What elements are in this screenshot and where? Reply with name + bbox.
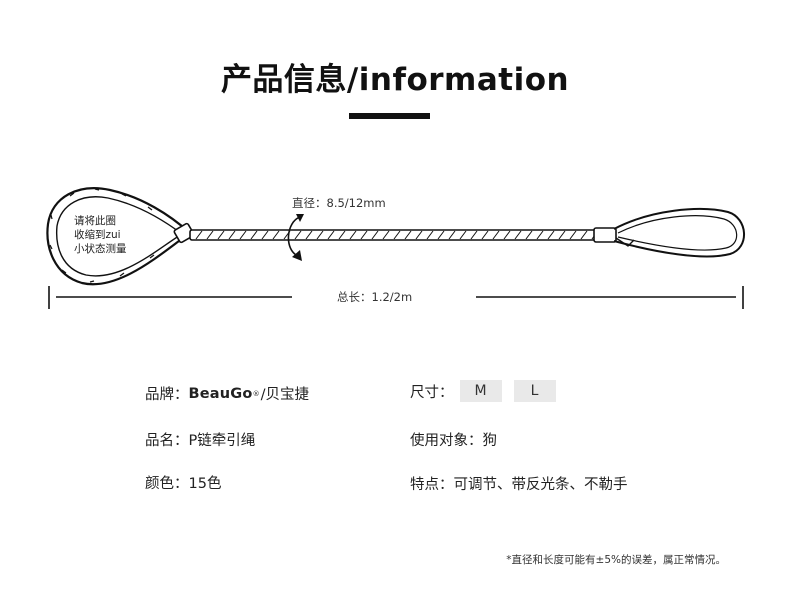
- rope-stripe: [536, 230, 544, 240]
- spec-features: 特点： 可调节、带反光条、不勒手: [410, 473, 628, 494]
- spec-size: 尺寸： M L: [410, 380, 556, 402]
- loop-note-line: 小状态测量: [74, 243, 127, 255]
- rope-end-cap: [593, 227, 617, 243]
- rope-stripe: [239, 230, 247, 240]
- spec-color: 颜色： 15色: [145, 472, 221, 493]
- footnote: *直径和长度可能有±5%的误差，属正常情况。: [506, 554, 726, 566]
- loop-note: 请将此圈 收缩到zui 小状态测量: [74, 214, 127, 256]
- spec-size-label: 尺寸：: [410, 384, 454, 401]
- rope-stripe: [294, 230, 302, 240]
- rope-stripe: [492, 230, 500, 240]
- rope-stripe: [525, 230, 533, 240]
- brand-name: BeauGo: [188, 385, 253, 402]
- rope-stripe: [404, 230, 412, 240]
- brand-suffix: /贝宝捷: [260, 387, 309, 403]
- spec-color-label: 颜色：: [145, 476, 189, 492]
- spec-brand: 品牌： BeauGo ® /贝宝捷: [145, 383, 309, 404]
- slip-loop-outer: [46, 187, 192, 286]
- spec-color-value: 15色: [188, 476, 222, 492]
- length-label: 总长：1.2/2m: [337, 290, 413, 304]
- rope-stripe: [448, 230, 456, 240]
- rope-stripe: [415, 230, 423, 240]
- rope-stripe: [371, 230, 379, 240]
- size-option-l[interactable]: L: [513, 380, 556, 402]
- rope-stripe: [580, 230, 588, 240]
- slip-loop-inner: [55, 196, 184, 277]
- rope-stripe: [503, 230, 511, 240]
- rope-stripe: [338, 230, 346, 240]
- rope-stripe: [195, 230, 203, 240]
- rope-stripe: [349, 230, 357, 240]
- title-underline: [349, 113, 430, 119]
- rope-stripe: [437, 230, 445, 240]
- rope-stripe: [206, 230, 214, 240]
- spec-target-label: 使用对象：: [410, 433, 483, 449]
- rope-stripe: [481, 230, 489, 240]
- rope-stripe: [360, 230, 368, 240]
- rope-stripe: [569, 230, 577, 240]
- handle-tag: [615, 237, 635, 247]
- rope-stripe: [261, 230, 269, 240]
- size-option-m[interactable]: M: [459, 380, 502, 402]
- rope-stripe: [316, 230, 324, 240]
- rope-stripe: [382, 230, 390, 240]
- rope-stripe: [228, 230, 236, 240]
- loop-note-line: 请将此圈: [74, 215, 116, 227]
- registered-mark: ®: [252, 389, 260, 398]
- handle-loop-outer: [613, 207, 745, 258]
- rope-stripe: [305, 230, 313, 240]
- rotation-arrow: [287, 216, 301, 257]
- rope-stripe: [272, 230, 280, 240]
- handle-loop-inner: [617, 215, 738, 251]
- rope-stripe: [470, 230, 478, 240]
- loop-note-line: 收缩到zui: [74, 229, 121, 241]
- rope-stripe: [250, 230, 258, 240]
- slip-loop-dashes: [49, 188, 155, 283]
- rope-stripe: [459, 230, 467, 240]
- rope-stripe: [547, 230, 555, 240]
- spec-target-value: 狗: [482, 433, 498, 449]
- rope-stripe: [217, 230, 225, 240]
- spec-features-value: 可调节、带反光条、不勒手: [453, 477, 628, 493]
- rope-stripe: [426, 230, 434, 240]
- spec-brand-label: 品牌：: [145, 387, 189, 403]
- page-title: 产品信息/information: [220, 62, 570, 98]
- rope-stripes: [195, 230, 599, 240]
- spec-name-value: P链牵引绳: [188, 433, 256, 449]
- rotation-arrow-head: [292, 250, 302, 261]
- slider-ring: [173, 222, 195, 244]
- rope-stripe: [327, 230, 335, 240]
- spec-name-label: 品名：: [145, 433, 189, 449]
- rope-stripe: [514, 230, 522, 240]
- spec-target: 使用对象： 狗: [410, 429, 497, 450]
- diameter-label: 直径：8.5/12mm: [292, 196, 386, 210]
- rope-stripe: [558, 230, 566, 240]
- rope-stripe: [393, 230, 401, 240]
- spec-features-label: 特点：: [410, 477, 454, 493]
- spec-name: 品名： P链牵引绳: [145, 429, 255, 450]
